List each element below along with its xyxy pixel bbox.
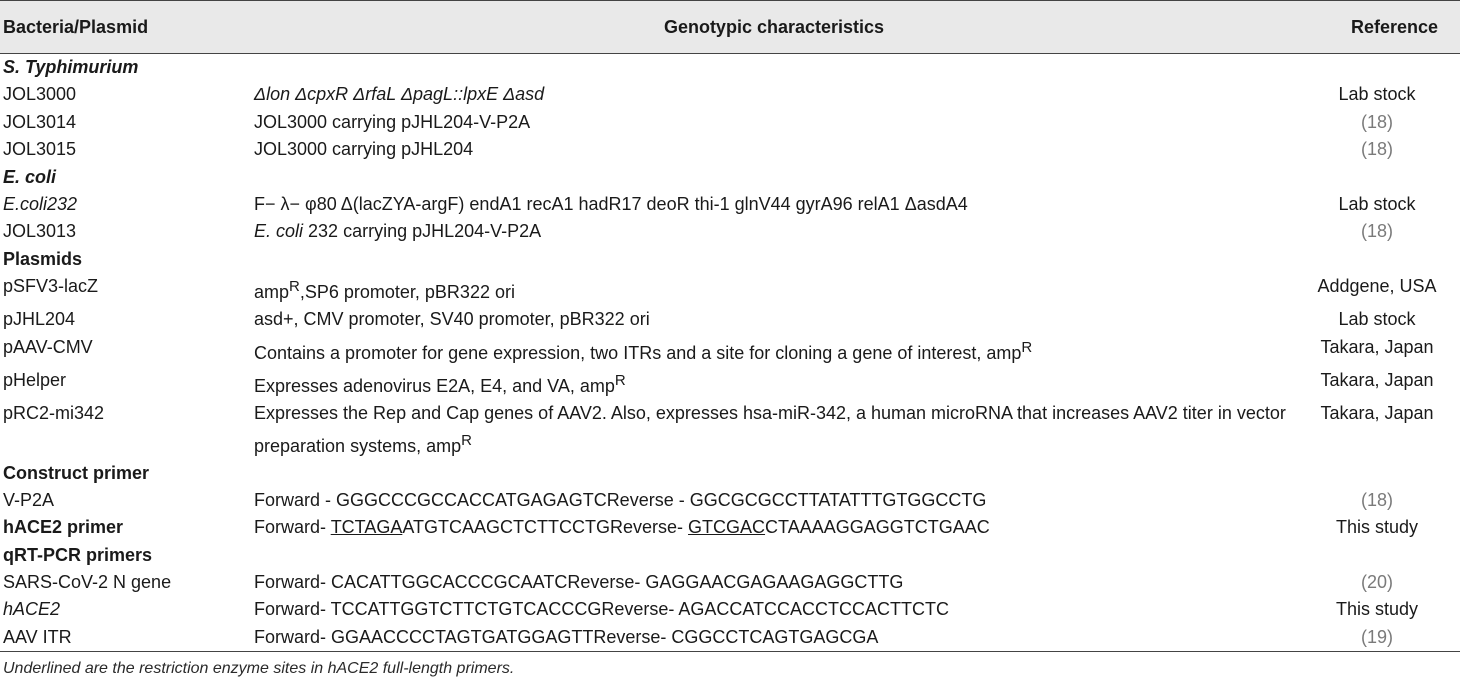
genotype-text: Expresses the Rep and Cap genes of AAV2.…	[254, 402, 1286, 456]
reference[interactable]: (20)	[1360, 572, 1393, 593]
table-row: pAAV-CMV Contains a promoter for gene ex…	[0, 334, 1460, 367]
plasmid-name: pRC2-mi342	[3, 402, 105, 423]
table-row: pRC2-mi342 Expresses the Rep and Cap gen…	[0, 400, 1460, 460]
table-row: SARS-CoV-2 N gene Forward- CACATTGGCACCC…	[0, 569, 1460, 596]
header-row: Bacteria/Plasmid Genotypic characteristi…	[0, 0, 1460, 54]
seq-part: CTAAAAGGAGGTCTGAAC	[765, 517, 990, 538]
genotype-text-post: ,SP6 promoter, pBR322 ori	[299, 282, 515, 303]
table-row: hACE2 Forward- TCCATTGGTCTTCTGTCACCCGRev…	[0, 596, 1460, 623]
table-row: JOL3013 E. coli 232 carrying pJHL204-V-P…	[0, 218, 1460, 245]
plasmid-name: pHelper	[3, 369, 67, 390]
header-bacteria-plasmid: Bacteria/Plasmid	[0, 0, 248, 54]
table-row: pSFV3-lacZ ampR,SP6 promoter, pBR322 ori…	[0, 273, 1460, 306]
reference: This study	[1335, 517, 1419, 538]
primer-name: V-P2A	[3, 489, 55, 510]
reference: This study	[1335, 599, 1419, 620]
genotype: asd+, CMV promoter, SV40 promoter, pBR32…	[254, 309, 650, 330]
primer-name: hACE2 primer	[3, 517, 124, 538]
primer-sequence: Forward- TCTAGAATGTCAAGCTCTTCCTGReverse-…	[248, 514, 1300, 541]
genotype-text: amp	[254, 282, 290, 303]
reference: Lab stock	[1338, 84, 1416, 105]
primer-sequence: Forward- CACATTGGCACCCGCAATCReverse- GAG…	[254, 572, 904, 593]
seq-part: ATGTCAAGCTCTTCCTGReverse-	[402, 517, 689, 538]
reference: Addgene, USA	[1317, 276, 1437, 297]
primer-name: AAV ITR	[0, 623, 248, 653]
reference: Takara, Japan	[1320, 336, 1434, 357]
section-row: qRT-PCR primers	[0, 542, 1460, 569]
strain-name: JOL3000	[3, 84, 77, 105]
genotype-text: Expresses adenovirus E2A, E4, and VA, am…	[254, 375, 615, 396]
genotype: Expresses adenovirus E2A, E4, and VA, am…	[248, 367, 1300, 400]
reference: Lab stock	[1338, 309, 1416, 330]
seq-part: Forward-	[254, 517, 331, 538]
strain-name: JOL3013	[3, 221, 77, 242]
reference[interactable]: (18)	[1360, 221, 1393, 242]
section-row: Construct primer	[0, 460, 1460, 487]
table-row: V-P2A Forward - GGGCCCGCCACCATGAGAGTCRev…	[0, 487, 1460, 514]
primer-sequence: Forward - GGGCCCGCCACCATGAGAGTCReverse -…	[254, 489, 987, 510]
section-row: Plasmids	[0, 246, 1460, 273]
table-row: AAV ITR Forward- GGAACCCCTAGTGATGGAGTTRe…	[0, 623, 1460, 653]
section-label: E. coli	[3, 166, 57, 187]
section-label: Construct primer	[3, 462, 150, 483]
genotype-text: 232 carrying pJHL204-V-P2A	[303, 221, 542, 242]
genotype: E. coli 232 carrying pJHL204-V-P2A	[248, 218, 1300, 245]
section-label: S. Typhimurium	[3, 57, 139, 77]
plasmid-name: pSFV3-lacZ	[3, 276, 99, 297]
superscript: R	[614, 371, 626, 389]
genotype: JOL3000 carrying pJHL204-V-P2A	[254, 111, 531, 132]
table-row: hACE2 primer Forward- TCTAGAATGTCAAGCTCT…	[0, 514, 1460, 541]
strain-name: JOL3015	[3, 139, 77, 160]
table-footnote: Underlined are the restriction enzyme si…	[3, 660, 515, 678]
reference: Takara, Japan	[1320, 369, 1434, 390]
header-reference: Reference	[1300, 0, 1460, 54]
genotype: ampR,SP6 promoter, pBR322 ori	[248, 273, 1300, 306]
section-row: S. Typhimurium	[0, 54, 1460, 82]
section-row: E. coli	[0, 164, 1460, 191]
plasmid-name: pAAV-CMV	[3, 336, 93, 357]
plasmid-name: pJHL204	[3, 309, 76, 330]
genotype: F− λ− φ80 Δ(lacZYA-argF) endA1 recA1 had…	[254, 193, 968, 214]
superscript: R	[1021, 338, 1033, 356]
restriction-site-xbai: TCTAGA	[330, 517, 403, 538]
reference[interactable]: (18)	[1360, 489, 1393, 510]
primer-name: hACE2	[3, 599, 61, 620]
section-label: qRT-PCR primers	[3, 544, 153, 565]
superscript: R	[289, 278, 300, 296]
table-row: JOL3015 JOL3000 carrying pJHL204 (18)	[0, 136, 1460, 163]
table-row: JOL3014 JOL3000 carrying pJHL204-V-P2A (…	[0, 109, 1460, 136]
section-label: Plasmids	[3, 248, 83, 269]
genotype: Expresses the Rep and Cap genes of AAV2.…	[248, 400, 1300, 460]
table-row: pJHL204 asd+, CMV promoter, SV40 promote…	[0, 306, 1460, 333]
reference[interactable]: (18)	[1360, 111, 1393, 132]
table-row: JOL3000 Δlon ΔcpxR ΔrfaL ΔpagL::lpxE Δas…	[0, 81, 1460, 108]
strain-name: JOL3014	[3, 111, 77, 132]
genotype-text: Contains a promoter for gene expression,…	[254, 342, 1022, 363]
primer-sequence: Forward- TCCATTGGTCTTCTGTCACCCGReverse- …	[254, 599, 950, 620]
superscript: R	[461, 431, 472, 449]
strain-name: E.coli232	[3, 193, 78, 214]
genotype: JOL3000 carrying pJHL204	[254, 139, 474, 160]
table-row: pHelper Expresses adenovirus E2A, E4, an…	[0, 367, 1460, 400]
reference[interactable]: (19)	[1300, 623, 1460, 653]
primer-sequence: Forward- GGAACCCCTAGTGATGGAGTTReverse- C…	[248, 623, 1300, 653]
data-table: Bacteria/Plasmid Genotypic characteristi…	[0, 0, 1460, 653]
genotype: Δlon ΔcpxR ΔrfaL ΔpagL::lpxE Δasd	[254, 84, 545, 105]
header-genotypic-characteristics: Genotypic characteristics	[248, 0, 1300, 54]
table-row: E.coli232 F− λ− φ80 Δ(lacZYA-argF) endA1…	[0, 191, 1460, 218]
reference: Takara, Japan	[1320, 402, 1434, 423]
genotype: Contains a promoter for gene expression,…	[248, 334, 1300, 367]
primer-name: SARS-CoV-2 N gene	[3, 572, 172, 593]
reference: Lab stock	[1338, 193, 1416, 214]
genotype-italic: E. coli	[254, 221, 304, 242]
restriction-site-sali: GTCGAC	[688, 517, 766, 538]
reference[interactable]: (18)	[1360, 139, 1393, 160]
